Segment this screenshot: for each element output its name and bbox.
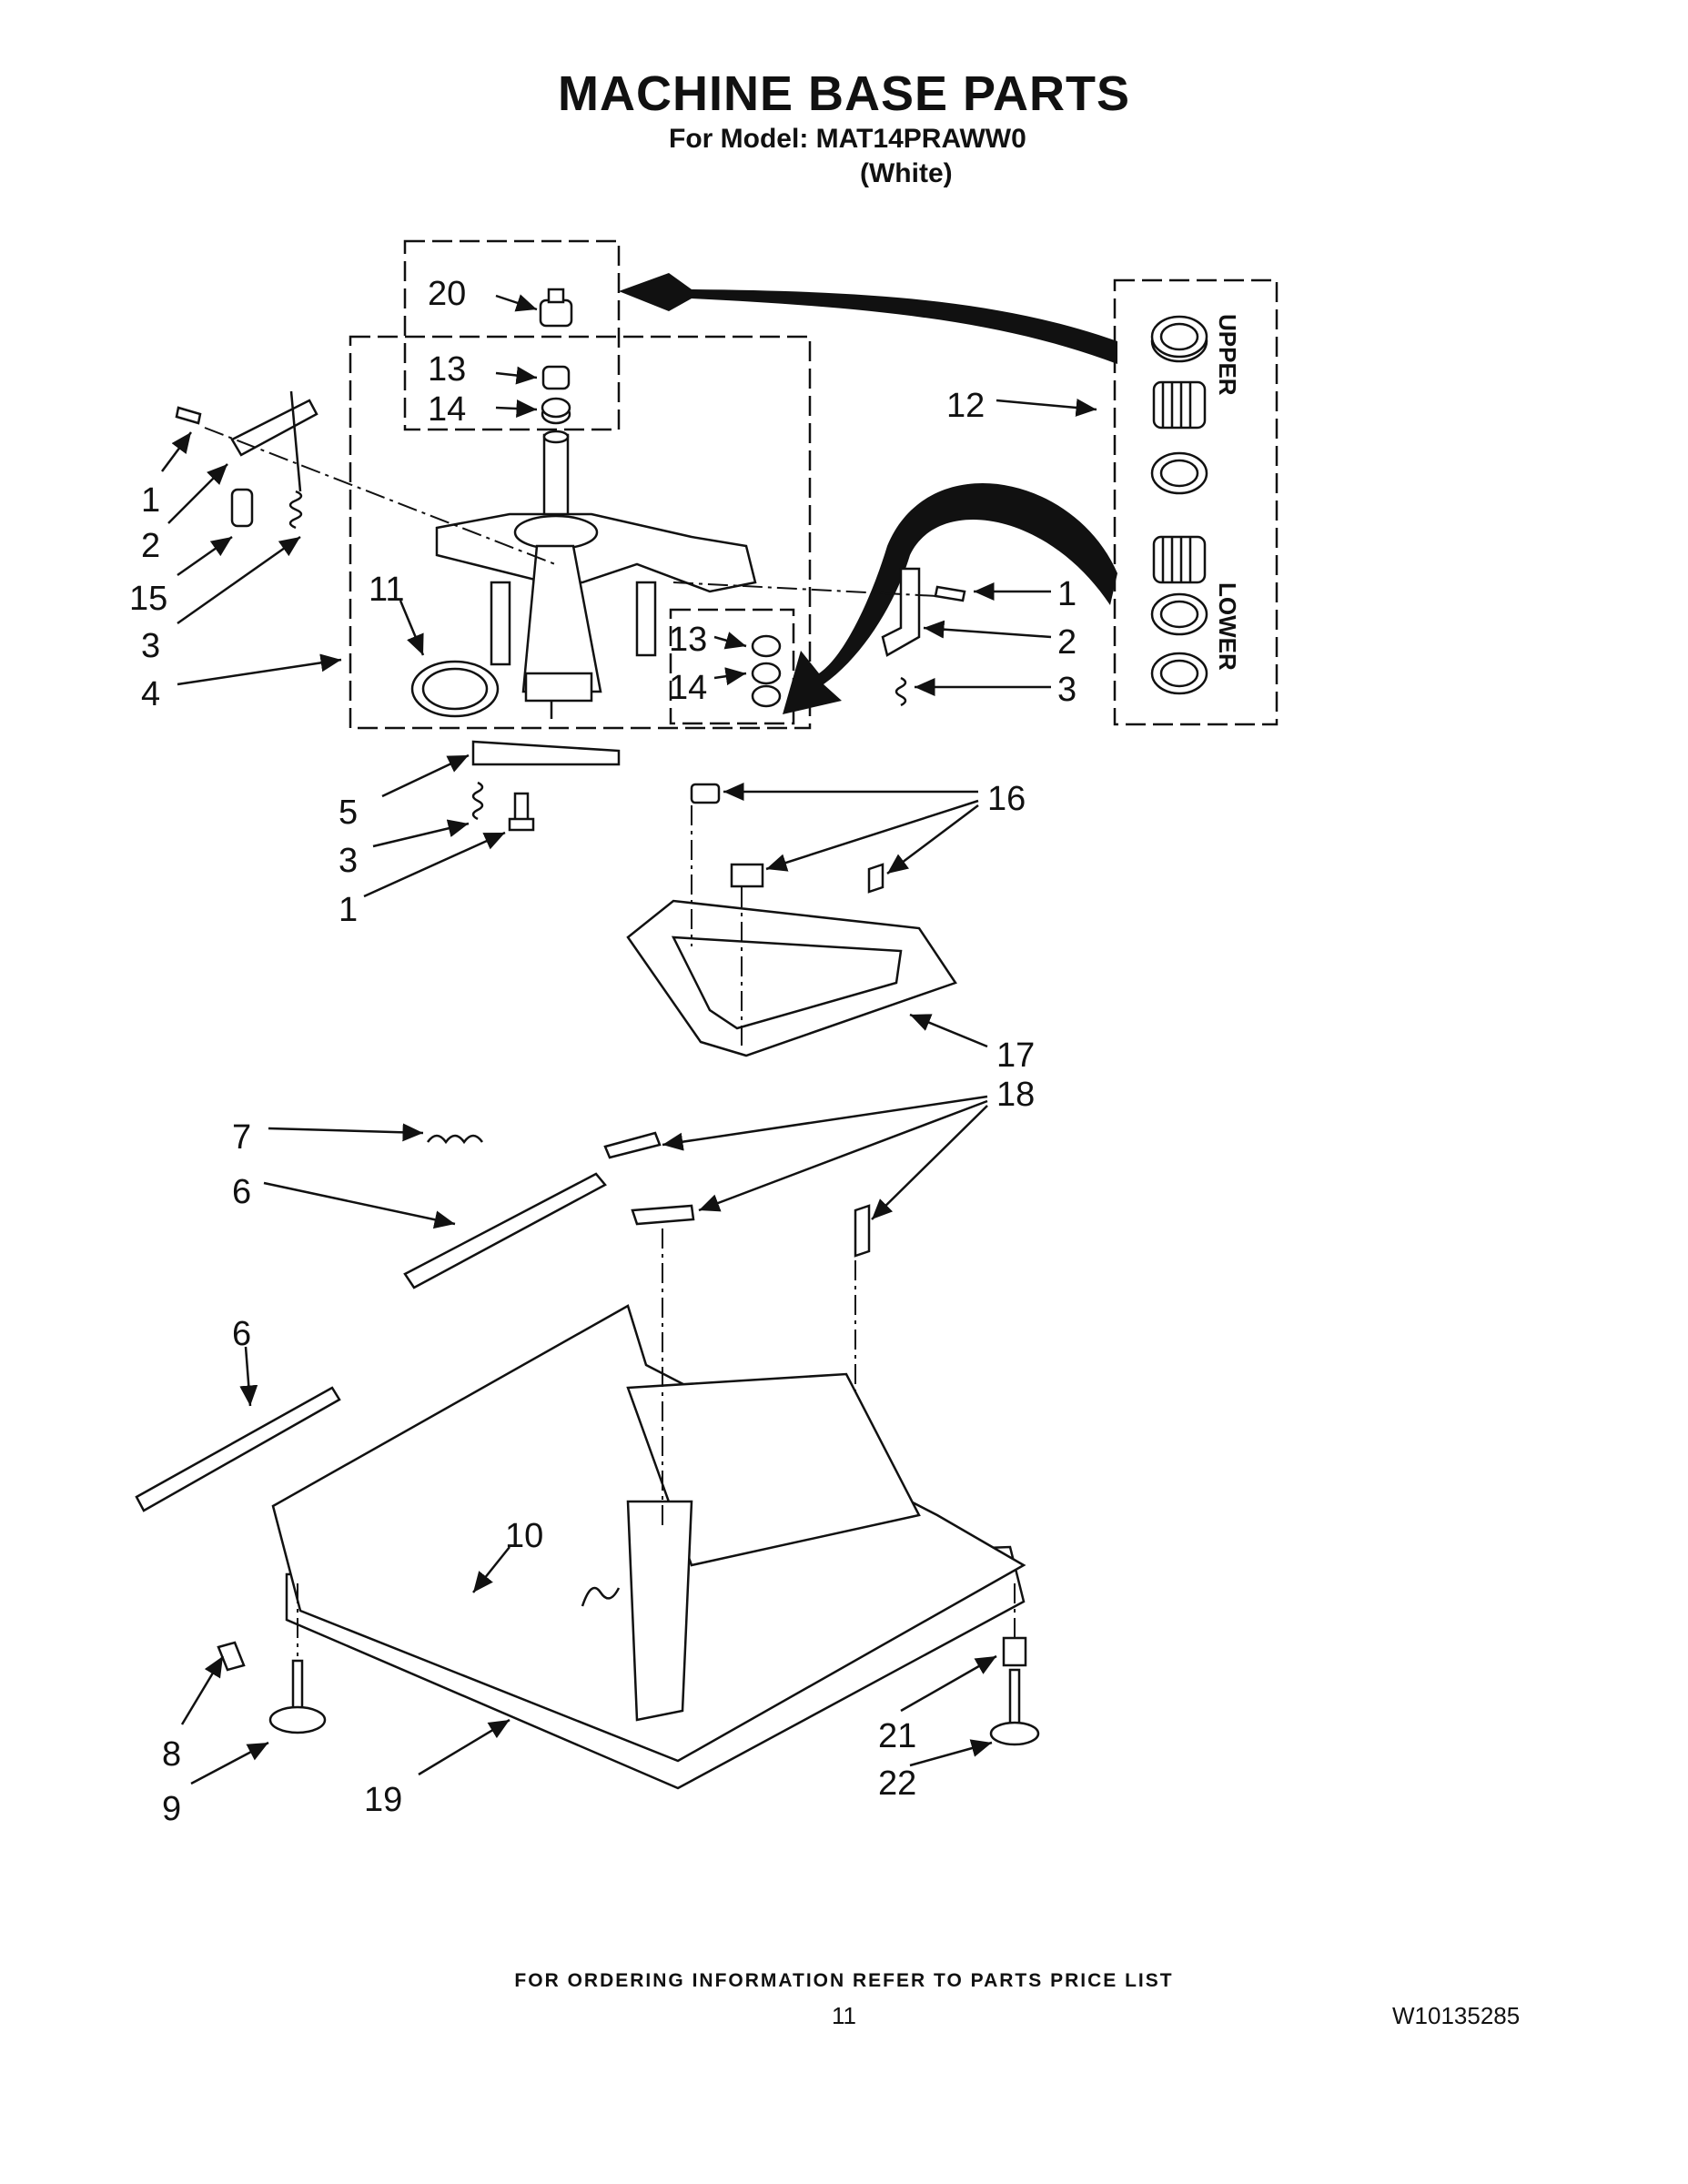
leader-lines [160,294,1097,1785]
upper-bearing-stack [539,288,573,425]
callout-15: 15 [129,580,167,618]
left-bracket-parts [175,390,318,530]
lower-bearing-box [669,608,795,725]
transmission-box [349,335,812,730]
callout-1-front: 1 [339,891,358,929]
callout-12: 12 [946,387,985,425]
callout-9: 9 [162,1790,181,1828]
callout-22: 22 [878,1764,916,1803]
callout-7: 7 [232,1118,251,1157]
lower-kit-arrow [783,482,1117,714]
callout-14-upper: 14 [428,390,466,429]
page-title: MACHINE BASE PARTS [557,66,1131,121]
callout-3-right: 3 [1057,671,1076,709]
callout-20: 20 [428,275,466,313]
callout-16: 16 [987,780,1026,818]
upper-kit-arrow [619,273,1117,364]
lower-label: LOWER [1214,582,1241,671]
callout-10: 10 [505,1517,543,1555]
upper-label: UPPER [1214,314,1241,396]
front-bracket-parts [471,740,621,832]
model-variant: (White) [860,158,953,188]
callout-13-lower: 13 [669,621,707,659]
right-bracket-parts [881,567,966,707]
alignment-lines [204,427,1016,1656]
model-line: For Model: MAT14PRAWW0 [669,124,1026,154]
callout-18: 18 [996,1076,1035,1114]
callout-3-left: 3 [141,627,160,665]
callout-1-left: 1 [141,481,160,520]
upper-bearing-box [403,239,621,431]
document-number: W10135285 [1392,2002,1521,2029]
callout-2-left: 2 [141,527,160,565]
bearing-kit-box [1113,278,1279,726]
ordering-note: FOR ORDERING INFORMATION REFER TO PARTS … [514,1970,1174,1991]
bearing-kit-parts [1150,315,1208,695]
callout-6-upper: 6 [232,1173,251,1211]
callout-2-right: 2 [1057,623,1076,662]
callout-3-front: 3 [339,842,358,880]
misc-parts-middle [135,1131,871,1512]
base-frame [271,1304,1026,1790]
leveling-feet [217,1636,1040,1746]
callout-13-upper: 13 [428,350,466,389]
callout-4: 4 [141,675,160,713]
lower-bearing-stack [751,634,782,708]
callout-numbers: 20 13 14 12 1 2 15 3 4 11 13 14 1 2 3 5 … [129,275,1076,1828]
suspension-platform [626,899,957,1057]
callout-8: 8 [162,1735,181,1774]
callout-21: 21 [878,1717,916,1755]
page-number: 11 [832,2002,856,2029]
callout-19: 19 [364,1781,402,1819]
callout-5: 5 [339,794,358,832]
seal-ring-inner [421,667,489,711]
callout-14-lower: 14 [669,669,707,707]
clips-16 [690,783,884,894]
callout-1-right: 1 [1057,575,1076,613]
callout-17: 17 [996,1036,1035,1075]
callout-11: 11 [369,571,404,609]
transmission-assembly [435,430,757,719]
callout-6-lower: 6 [232,1315,251,1353]
